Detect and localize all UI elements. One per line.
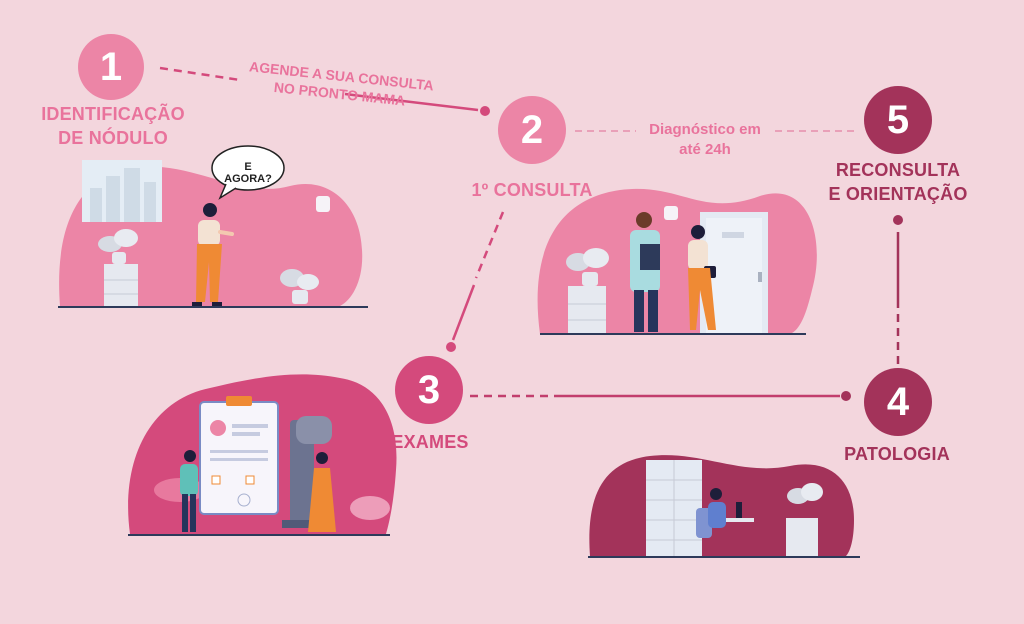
step-2-number: 2 — [520, 107, 544, 152]
step-1-label-line1: IDENTIFICAÇÃO — [41, 104, 185, 124]
step-5-label-line1: RECONSULTA — [835, 160, 961, 180]
step-4-label: PATOLOGIA — [844, 444, 950, 464]
step-1-circle: 1 — [78, 34, 144, 100]
step-1-number: 1 — [99, 44, 123, 89]
scene-consultation — [537, 188, 817, 335]
step-3-number: 3 — [417, 367, 441, 412]
scene-exams — [128, 374, 397, 536]
step-5-number: 5 — [886, 97, 910, 142]
step-1-label-line2: DE NÓDULO — [58, 128, 168, 148]
step-3-label: EXAMES — [391, 432, 469, 452]
diagnosis-caption-line2: até 24h — [679, 141, 731, 158]
step-4-circle: 4 — [864, 368, 932, 436]
step-2-circle: 2 — [498, 96, 566, 164]
step-3-circle: 3 — [395, 356, 463, 424]
scene-pathology — [588, 455, 860, 558]
step-2-label: 1º CONSULTA — [471, 180, 593, 200]
step-5-label: RECONSULTA E ORIENTAÇÃO — [820, 158, 976, 206]
step-4-number: 4 — [886, 379, 910, 424]
diagnosis-caption: Diagnóstico em até 24h — [632, 120, 778, 160]
diagnosis-caption-line1: Diagnóstico em — [649, 121, 761, 138]
scene-identification — [58, 145, 368, 308]
step-5-circle: 5 — [864, 86, 932, 154]
speech-bubble-text: E AGORA? — [224, 161, 272, 185]
step-1-label: IDENTIFICAÇÃO DE NÓDULO — [30, 102, 196, 150]
connector-lines — [159, 66, 903, 401]
step-5-label-line2: E ORIENTAÇÃO — [828, 184, 968, 204]
